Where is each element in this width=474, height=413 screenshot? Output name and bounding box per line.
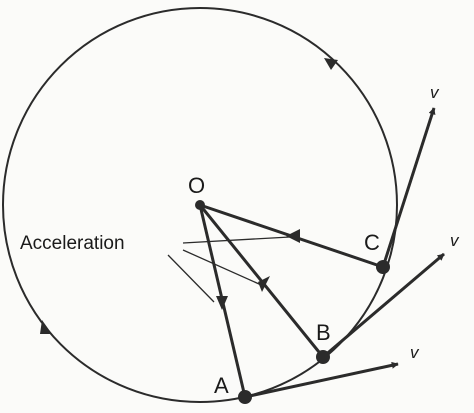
- velocity-vector-b: [322, 252, 445, 359]
- label-acceleration: Acceleration: [20, 233, 125, 254]
- velocity-vector-c: [381, 107, 436, 268]
- label-point-a: A: [214, 373, 229, 398]
- acceleration-arrowhead-b: [258, 276, 270, 292]
- circular-path: [2, 7, 398, 403]
- point-c-dot: [376, 260, 390, 274]
- leader-line-b: [182, 249, 269, 289]
- leader-line-c: [182, 236, 291, 244]
- point-b-dot: [316, 350, 330, 364]
- leader-line-a: [167, 254, 215, 303]
- label-point-c: C: [364, 230, 380, 255]
- label-velocity-b: v: [450, 231, 460, 250]
- circle-direction-arrow-left: [40, 320, 52, 334]
- acceleration-arrowhead-a: [216, 296, 228, 310]
- center-point: [195, 200, 205, 210]
- acceleration-arrowhead-c: [286, 229, 300, 243]
- velocity-vector-a: [244, 361, 399, 399]
- label-center-o: O: [188, 173, 205, 198]
- label-velocity-a: v: [410, 343, 420, 362]
- label-velocity-c: v: [430, 83, 440, 102]
- circle-direction-arrow-top: [324, 58, 338, 70]
- point-a-dot: [238, 390, 252, 404]
- label-point-b: B: [316, 320, 331, 345]
